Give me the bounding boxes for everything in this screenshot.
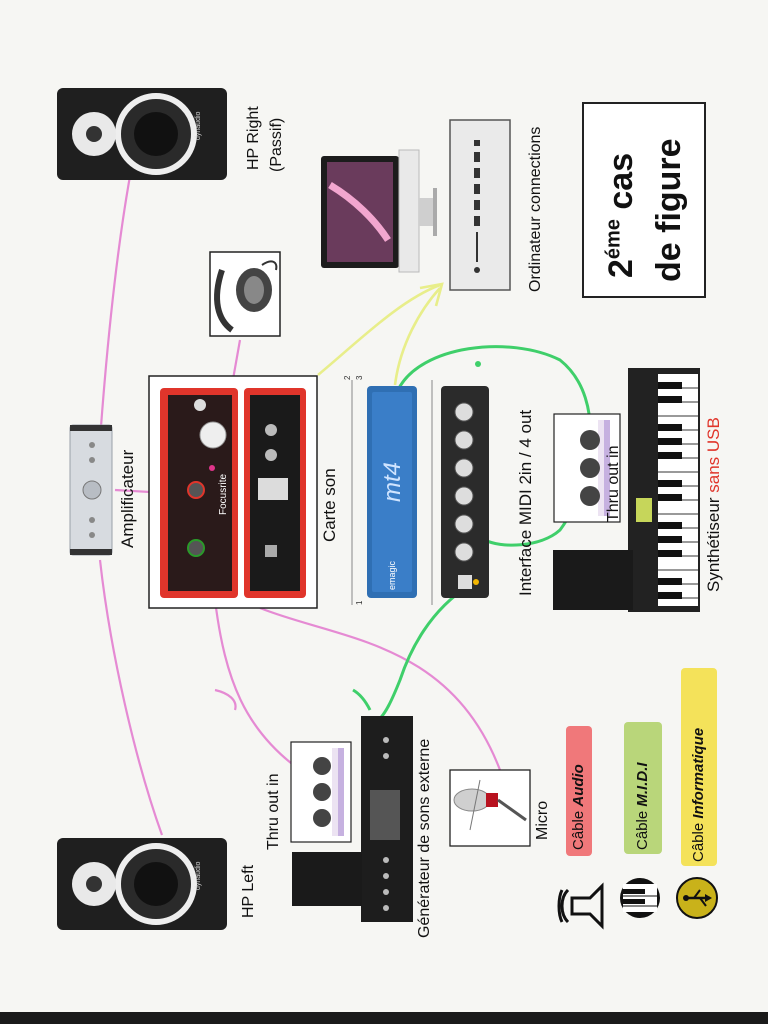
midi-port-panel <box>431 380 489 605</box>
synth-midi-ports <box>553 413 621 523</box>
synthesizer-label-accent: sans USB <box>704 417 723 493</box>
ordinateur-label: Ordinateur connections <box>527 126 544 292</box>
carte-son-label: Carte son <box>320 468 339 542</box>
hp-right-label: HP Right <box>245 106 262 170</box>
piano-keys-icon <box>620 878 660 918</box>
legend-usb-text: Câble Informatique <box>686 728 712 862</box>
legend-usb-name: Informatique <box>690 727 707 819</box>
title-line-2: de figure <box>650 138 688 282</box>
legend-audio-name: Audio <box>570 764 587 807</box>
legend-audio-prefix: Câble <box>570 806 587 850</box>
imac-computer <box>321 149 437 273</box>
usb-arrow-head <box>419 282 444 307</box>
usb-cable-soundcard-computer <box>317 283 441 376</box>
svg-text:dynaudio: dynaudio <box>195 111 202 140</box>
legend-audio-text: Câble Audio <box>566 764 592 850</box>
synthesizer-label-text: Synthétiseur <box>704 492 723 593</box>
hp-left-label: HP Left <box>240 864 257 918</box>
legend-midi-pill <box>624 722 662 854</box>
interface-midi-label: Interface MIDI 2in / 4 out <box>516 409 535 596</box>
svg-text:3: 3 <box>355 375 364 380</box>
legend-usb-pill <box>681 668 717 866</box>
amplificateur-label: Amplificateur <box>118 449 137 548</box>
generator-thru-out-in-label: Thru out in <box>265 773 282 850</box>
svg-text:mt4: mt4 <box>379 462 406 502</box>
synth-thru-out-in-label: Thru out in <box>605 445 622 522</box>
audio-cable-amp-hp-right <box>98 164 134 441</box>
amplifier <box>69 424 113 556</box>
hp-right-speaker: dynaudio <box>57 88 227 180</box>
audio-cable-soundcard-micro <box>259 606 502 771</box>
legend-midi-prefix: Câble <box>634 806 651 850</box>
audio-cable-pen-mark <box>214 688 237 711</box>
title-box <box>582 102 706 298</box>
generateur-label: Générateur de sons externe <box>416 738 433 938</box>
svg-text:1: 1 <box>355 600 364 605</box>
svg-text:dynaudio: dynaudio <box>195 861 202 890</box>
audio-cable-soundcard-generator <box>213 599 301 771</box>
title-number: 2 <box>602 259 640 278</box>
legend-midi-name: M.I.D.I <box>634 762 651 807</box>
computer-connections-panel <box>449 119 511 291</box>
speaker-icon <box>557 882 604 930</box>
midi-cable-interface-generator <box>377 583 471 722</box>
title-line-1: 2éme cas <box>602 153 641 278</box>
midi-cable-marker <box>475 361 481 367</box>
usb-icon <box>676 877 718 919</box>
svg-text:2: 2 <box>343 375 352 380</box>
hp-left-speaker: dynaudio <box>57 838 227 930</box>
synthesizer <box>553 368 700 612</box>
scan-bottom-edge <box>0 1012 768 1024</box>
micro-label: Micro <box>534 800 551 840</box>
generator-midi-ports <box>290 741 352 843</box>
midi-cables <box>352 345 592 722</box>
legend-midi-text: Câble M.I.D.I <box>630 762 656 850</box>
title-superscript: éme <box>602 219 625 260</box>
title-cas: cas <box>602 152 640 220</box>
sound-card: Focusrite <box>148 375 318 609</box>
headphones <box>209 251 281 337</box>
mt4-midi-interface: mt4 emagic 2 3 1 <box>343 375 417 605</box>
audio-cable-amp-hp-left <box>98 559 164 836</box>
svg-text:Focusrite: Focusrite <box>218 473 229 515</box>
midi-cable-generator-mark <box>352 688 372 711</box>
usb-cable-interface-computer <box>393 287 441 386</box>
midi-cable-interface-synth <box>396 345 592 547</box>
usb-cables <box>317 282 444 386</box>
microphone <box>449 769 531 847</box>
sound-generator-rack <box>292 716 413 922</box>
synthesizer-label: Synthétiseur sans USB <box>704 417 724 592</box>
audio-cables <box>98 164 502 836</box>
audio-cable-amp-soundcard <box>114 488 151 494</box>
legend-usb-prefix: Câble <box>690 818 707 862</box>
svg-text:emagic: emagic <box>387 560 397 590</box>
legend-audio-pill <box>566 726 592 856</box>
hp-right-sublabel: (Passif) <box>268 117 285 172</box>
